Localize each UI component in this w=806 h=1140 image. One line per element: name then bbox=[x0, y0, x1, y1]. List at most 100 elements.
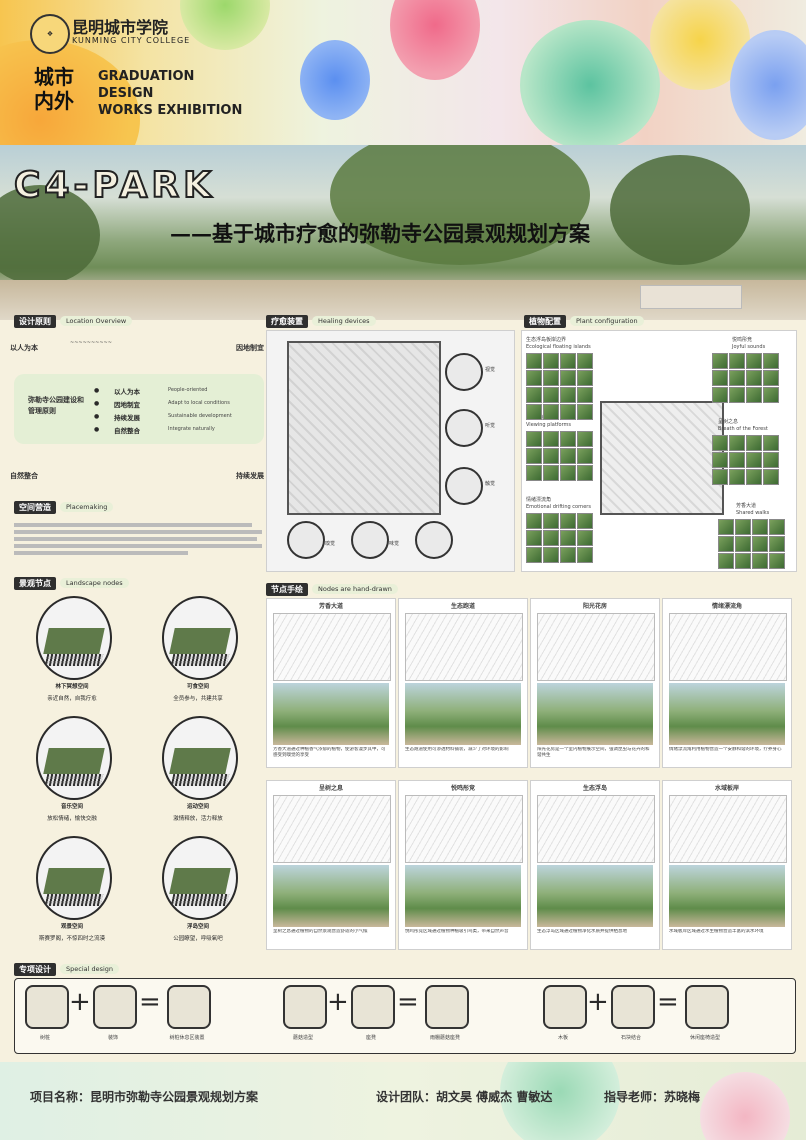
principle-right-2: 持续发展 bbox=[236, 472, 264, 480]
blue-blob bbox=[300, 40, 370, 120]
footer-blob-2 bbox=[700, 1072, 790, 1140]
landscape-node: 运动空间激情释放，活力释放 bbox=[156, 716, 240, 826]
plant-photo bbox=[746, 452, 762, 468]
node-name: 林下冥想空间 bbox=[55, 684, 89, 690]
college-logo-icon: ❖ bbox=[30, 14, 70, 54]
text-line bbox=[14, 530, 262, 534]
section-tag: 景观节点 bbox=[14, 576, 56, 590]
special-item-label: 装饰 bbox=[107, 1035, 118, 1041]
stump-icon bbox=[543, 985, 587, 1029]
principle-cn: 因地制宜 bbox=[114, 400, 140, 409]
plant-photo bbox=[543, 448, 559, 464]
card-title: 水域板岸 bbox=[714, 785, 739, 792]
plant-photo bbox=[729, 435, 745, 451]
plant-photo bbox=[769, 519, 785, 535]
plant-photo bbox=[560, 465, 576, 481]
plant-photo bbox=[729, 353, 745, 369]
plant-photo bbox=[763, 370, 779, 386]
tree-left bbox=[0, 185, 100, 285]
design-principles-heading: 设计原则 Location Overview bbox=[14, 314, 133, 328]
plant-photo bbox=[746, 435, 762, 451]
plant-photo bbox=[769, 553, 785, 569]
node-illustration bbox=[36, 596, 112, 680]
plant-photo bbox=[763, 435, 779, 451]
node-desc: 亲近自然，自我疗愈 bbox=[47, 696, 97, 702]
equals-icon: = bbox=[397, 987, 419, 1017]
bark-icon bbox=[611, 985, 655, 1029]
plant-photo bbox=[718, 553, 734, 569]
bark-icon bbox=[93, 985, 137, 1029]
principles-center-title: 弥勒寺公园建设和管理原则 bbox=[28, 395, 84, 415]
special-item-label: 休闲座椅造型 bbox=[689, 1035, 720, 1041]
card-sketch bbox=[405, 795, 523, 863]
footer-blob bbox=[500, 1062, 620, 1140]
plant-photo bbox=[543, 530, 559, 546]
card-sketch bbox=[537, 613, 655, 681]
principle-left-1: 以人为本 bbox=[10, 344, 38, 352]
plant-group-en: Emotional drifting corners bbox=[526, 504, 591, 510]
card-title: 生态浮岛 bbox=[582, 785, 607, 792]
green-blob bbox=[180, 0, 270, 50]
park-hero-photo bbox=[0, 145, 806, 320]
landscape-nodes-heading: 景观节点 Landscape nodes bbox=[14, 576, 129, 590]
card-caption: 生态跑道使用可渗透材料铺装，减少了对环境的影响 bbox=[405, 747, 509, 752]
exhibition-line-2: DESIGN bbox=[98, 86, 154, 101]
section-en: Location Overview bbox=[60, 316, 133, 326]
device-circle bbox=[415, 521, 453, 559]
stump-icon bbox=[283, 985, 327, 1029]
principle-right-1: 因地制宜 bbox=[236, 344, 264, 352]
card-caption: 水域板岸区域通过水生植物营造丰富的滨水环境 bbox=[669, 929, 764, 934]
placemaking-heading: 空间营造 Placemaking bbox=[14, 500, 114, 514]
healing-devices-heading: 疗愈装置 Healing devices bbox=[266, 314, 376, 328]
plant-photo bbox=[577, 530, 593, 546]
plant-photo bbox=[560, 387, 576, 403]
plant-group-cn: 生态浮岛板岸边界 bbox=[526, 337, 567, 343]
special-item-label: 石块结合 bbox=[620, 1035, 641, 1041]
teal-blob bbox=[520, 20, 660, 150]
card-render bbox=[669, 865, 785, 927]
plant-photo bbox=[712, 370, 728, 386]
node-ground bbox=[169, 748, 231, 774]
section-tag: 节点手绘 bbox=[266, 582, 308, 596]
node-name: 浮岛空间 bbox=[186, 924, 209, 930]
bullet-icon: ● bbox=[94, 387, 100, 394]
section-en: Plant configuration bbox=[570, 316, 644, 326]
text-line bbox=[14, 551, 188, 555]
plant-photo bbox=[526, 370, 542, 386]
plant-group-en: Breath of the Forest bbox=[718, 426, 768, 432]
node-soil bbox=[44, 774, 104, 786]
bullet-icon: ● bbox=[94, 400, 100, 407]
node-illustration bbox=[162, 716, 238, 800]
plant-site-plan bbox=[600, 401, 724, 515]
plant-photo bbox=[763, 452, 779, 468]
node-desc: 激情释放，活力释放 bbox=[173, 816, 223, 822]
badge-line-2: 内外 bbox=[34, 89, 74, 113]
card-title: 情绪漂流角 bbox=[711, 603, 742, 610]
plant-photo bbox=[560, 530, 576, 546]
card-title: 芳香大道 bbox=[318, 603, 343, 610]
healing-devices-panel: 视觉 听觉 触觉 嗅觉 味觉 bbox=[266, 330, 515, 572]
stump-icon bbox=[25, 985, 69, 1029]
card-render bbox=[405, 865, 521, 927]
footer-project: 项目名称：昆明市弥勒寺公园景观规划方案 bbox=[30, 1090, 259, 1104]
node-card: 生态跑道生态跑道使用可渗透材料铺装，减少了对环境的影响 bbox=[398, 598, 528, 768]
exhibition-line-1: GRADUATION bbox=[98, 69, 195, 84]
plant-photo bbox=[526, 513, 542, 529]
header-banner: ❖ 昆明城市学院 KUNMING CITY COLLEGE 城市 内外 GRAD… bbox=[0, 0, 806, 150]
device-label-sight: 视觉 bbox=[485, 367, 496, 373]
card-title: 阳光花房 bbox=[582, 603, 607, 610]
plant-photo bbox=[543, 547, 559, 563]
card-render bbox=[537, 683, 653, 745]
node-card: 芳香大道芳香大道通过种植香气浓郁的植物，使游客漫步其中，可感受到嗅觉的享受 bbox=[266, 598, 396, 768]
section-en: Nodes are hand-drawn bbox=[312, 584, 398, 594]
plant-photo bbox=[526, 547, 542, 563]
plant-photo bbox=[543, 387, 559, 403]
node-card: 情绪漂流角情绪漂流角利用植物营造一个安静和谐的环境，疗养身心 bbox=[662, 598, 792, 768]
footer-bar: 项目名称：昆明市弥勒寺公园景观规划方案 设计团队：胡文昊 傅威杰 曹敏达 指导老… bbox=[0, 1062, 806, 1140]
node-ground bbox=[169, 628, 231, 654]
special-item-label: 座凳 bbox=[365, 1035, 376, 1041]
node-name: 观景空间 bbox=[60, 924, 83, 930]
plant-photo bbox=[577, 404, 593, 420]
